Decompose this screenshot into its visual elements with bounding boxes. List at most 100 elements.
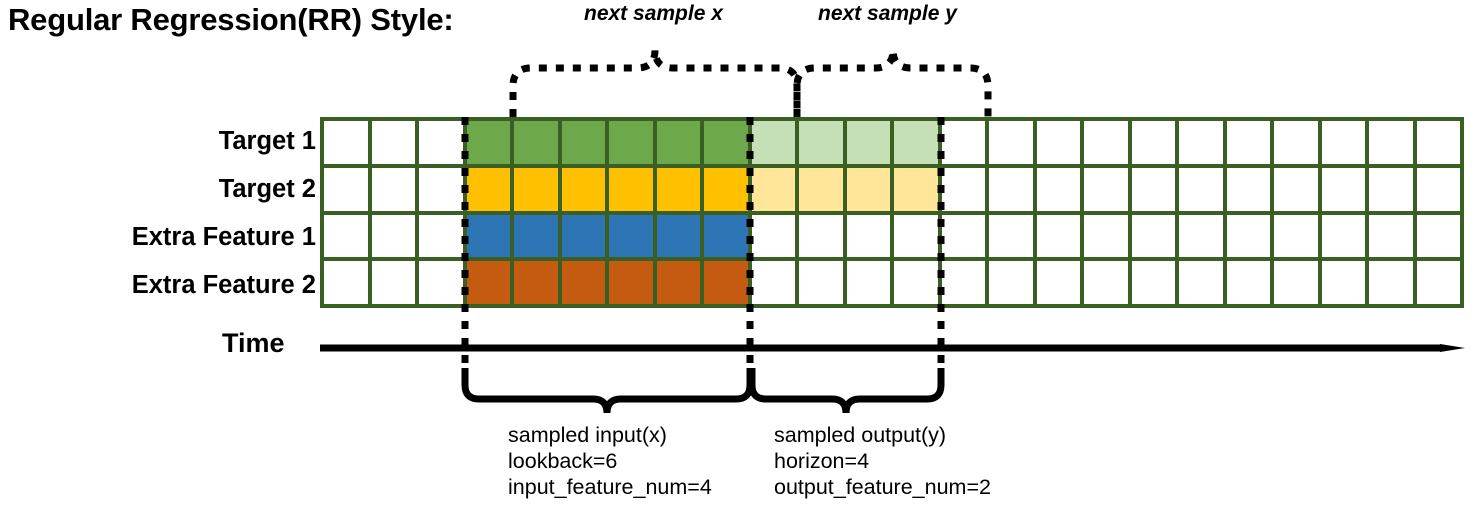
grid-cell (1416, 167, 1460, 211)
grid-cell (704, 214, 748, 258)
grid-cell (989, 167, 1033, 211)
grid-cell (894, 214, 938, 258)
grid-cell (1179, 214, 1223, 258)
grid-cell (704, 167, 748, 211)
row-label-target-2: Target 2 (218, 175, 316, 203)
grid-cell (1036, 121, 1080, 164)
grid-cell (846, 121, 890, 164)
grid-cell (1274, 121, 1318, 164)
grid-cell (1226, 167, 1270, 211)
grid-cell (846, 167, 890, 211)
grid-cell (1369, 167, 1413, 211)
grid-cell (609, 167, 653, 211)
brace-next-sample-x (509, 49, 801, 117)
grid-cell (466, 167, 510, 211)
grid-cell (514, 261, 558, 304)
row-label-target-1: Target 1 (218, 127, 316, 155)
caption-line: lookback=6 (508, 449, 618, 473)
grid-cell (514, 214, 558, 258)
brace-next-sample-y (793, 49, 992, 117)
grid-cell (799, 121, 843, 164)
grid-cell (846, 261, 890, 304)
grid-cell (1036, 261, 1080, 304)
grid-cell (1369, 121, 1413, 164)
grid-cell (704, 121, 748, 164)
brace-sampled-output (748, 368, 945, 414)
grid-cell (1179, 121, 1223, 164)
grid-cell (1321, 167, 1365, 211)
grid-cell (1131, 261, 1175, 304)
grid-cell (799, 261, 843, 304)
grid-cell (751, 167, 795, 211)
grid-cell (419, 261, 463, 304)
timeline-grid (320, 117, 1464, 308)
grid-cell (324, 121, 368, 164)
grid-cell (466, 261, 510, 304)
grid-cell (799, 167, 843, 211)
grid-cell (989, 214, 1033, 258)
grid-cell (1084, 121, 1128, 164)
grid-cell (419, 167, 463, 211)
grid-cell (894, 121, 938, 164)
grid-cell (609, 261, 653, 304)
grid-cell (514, 167, 558, 211)
grid-cell (1369, 214, 1413, 258)
grid-cell (846, 214, 890, 258)
grid-cell (1369, 261, 1413, 304)
grid-cell (989, 121, 1033, 164)
grid-cell (1321, 214, 1365, 258)
grid-cell (941, 261, 985, 304)
grid-cell (561, 261, 605, 304)
time-axis-arrow (320, 344, 1465, 352)
grid-cell (1416, 121, 1460, 164)
page-title: Regular Regression(RR) Style: (8, 2, 454, 37)
grid-cell (561, 214, 605, 258)
grid-cell (1179, 167, 1223, 211)
grid-cell (656, 167, 700, 211)
grid-cell (941, 121, 985, 164)
grid-cell (704, 261, 748, 304)
grid-cell (609, 214, 653, 258)
grid-cell (371, 214, 415, 258)
grid-cell (561, 121, 605, 164)
caption-line: output_feature_num=2 (774, 475, 991, 499)
grid-cell (989, 261, 1033, 304)
grid-cell (1226, 121, 1270, 164)
grid-cell (751, 121, 795, 164)
grid-cell (371, 121, 415, 164)
grid-cell (1036, 214, 1080, 258)
grid-cell (371, 167, 415, 211)
grid-cell (1321, 121, 1365, 164)
grid-cell (799, 214, 843, 258)
caption-line: sampled input(x) (508, 423, 667, 447)
grid-cell (419, 214, 463, 258)
grid-cell (609, 121, 653, 164)
grid-cell (894, 261, 938, 304)
grid-cell (1179, 261, 1223, 304)
row-label-extra-feature-1: Extra Feature 1 (131, 223, 316, 251)
annotation-next-sample-y: next sample y (818, 2, 957, 25)
grid-cell (514, 121, 558, 164)
grid-cell (1131, 167, 1175, 211)
grid-cell (656, 121, 700, 164)
caption-line: input_feature_num=4 (508, 475, 712, 499)
caption-sampled-output: sampled output(y) horizon=4 output_featu… (774, 422, 991, 500)
grid-cell (1084, 167, 1128, 211)
grid-cell (941, 167, 985, 211)
grid-cell (324, 261, 368, 304)
grid-cell (1084, 214, 1128, 258)
grid-cell (656, 261, 700, 304)
grid-cell (894, 167, 938, 211)
grid-cell (1416, 261, 1460, 304)
grid-cell (561, 167, 605, 211)
grid-cell (751, 261, 795, 304)
grid-cell (1274, 214, 1318, 258)
row-label-extra-feature-2: Extra Feature 2 (131, 271, 316, 299)
grid-cell (466, 121, 510, 164)
grid-cell (1131, 214, 1175, 258)
grid-cell (324, 214, 368, 258)
grid-cell (1226, 261, 1270, 304)
grid-cell (751, 214, 795, 258)
grid-cell (1274, 261, 1318, 304)
